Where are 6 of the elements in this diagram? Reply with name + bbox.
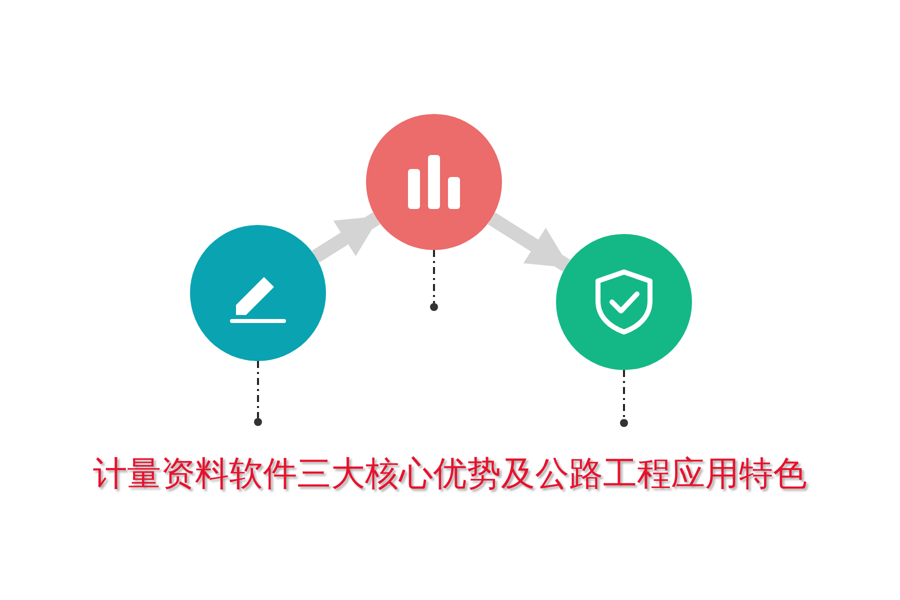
arrow	[488, 212, 570, 272]
arrow	[312, 212, 380, 263]
title: 计量资料软件三大核心优势及公路工程应用特色	[92, 453, 808, 496]
leader-line	[257, 361, 259, 418]
leader-line	[433, 250, 435, 303]
leader-line	[623, 370, 625, 419]
